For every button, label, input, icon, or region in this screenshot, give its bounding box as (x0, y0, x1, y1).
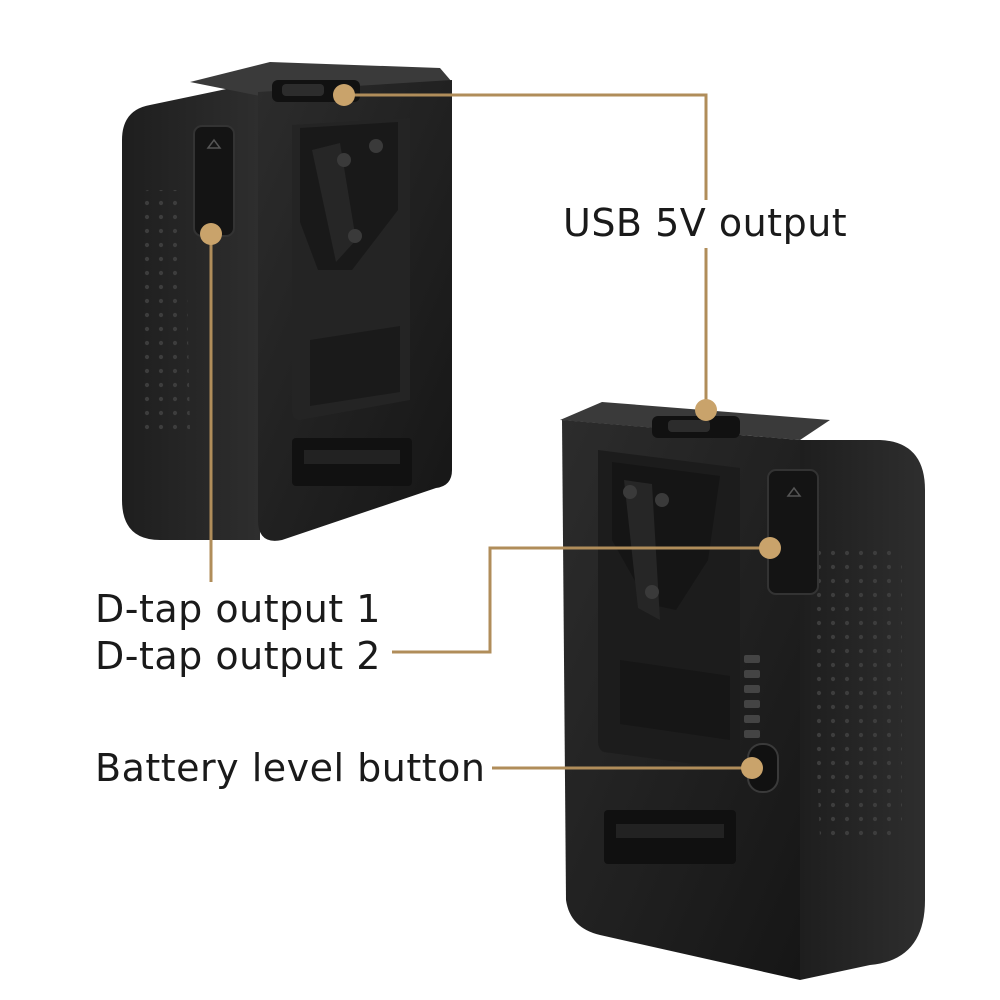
dtap-output-1-label: D-tap output 1 (95, 587, 381, 631)
battery-level-button-label: Battery level button (95, 746, 486, 790)
callout-dots (200, 84, 781, 779)
callout-lines (209, 93, 770, 770)
usb-output-label: USB 5V output (563, 201, 848, 245)
dtap-output-2-label: D-tap output 2 (95, 634, 381, 678)
battery-rear-view (122, 62, 452, 541)
grip-texture (140, 190, 190, 430)
grip-texture (808, 550, 902, 838)
battery-front-view (560, 402, 925, 980)
battery-level-leds (744, 655, 760, 738)
